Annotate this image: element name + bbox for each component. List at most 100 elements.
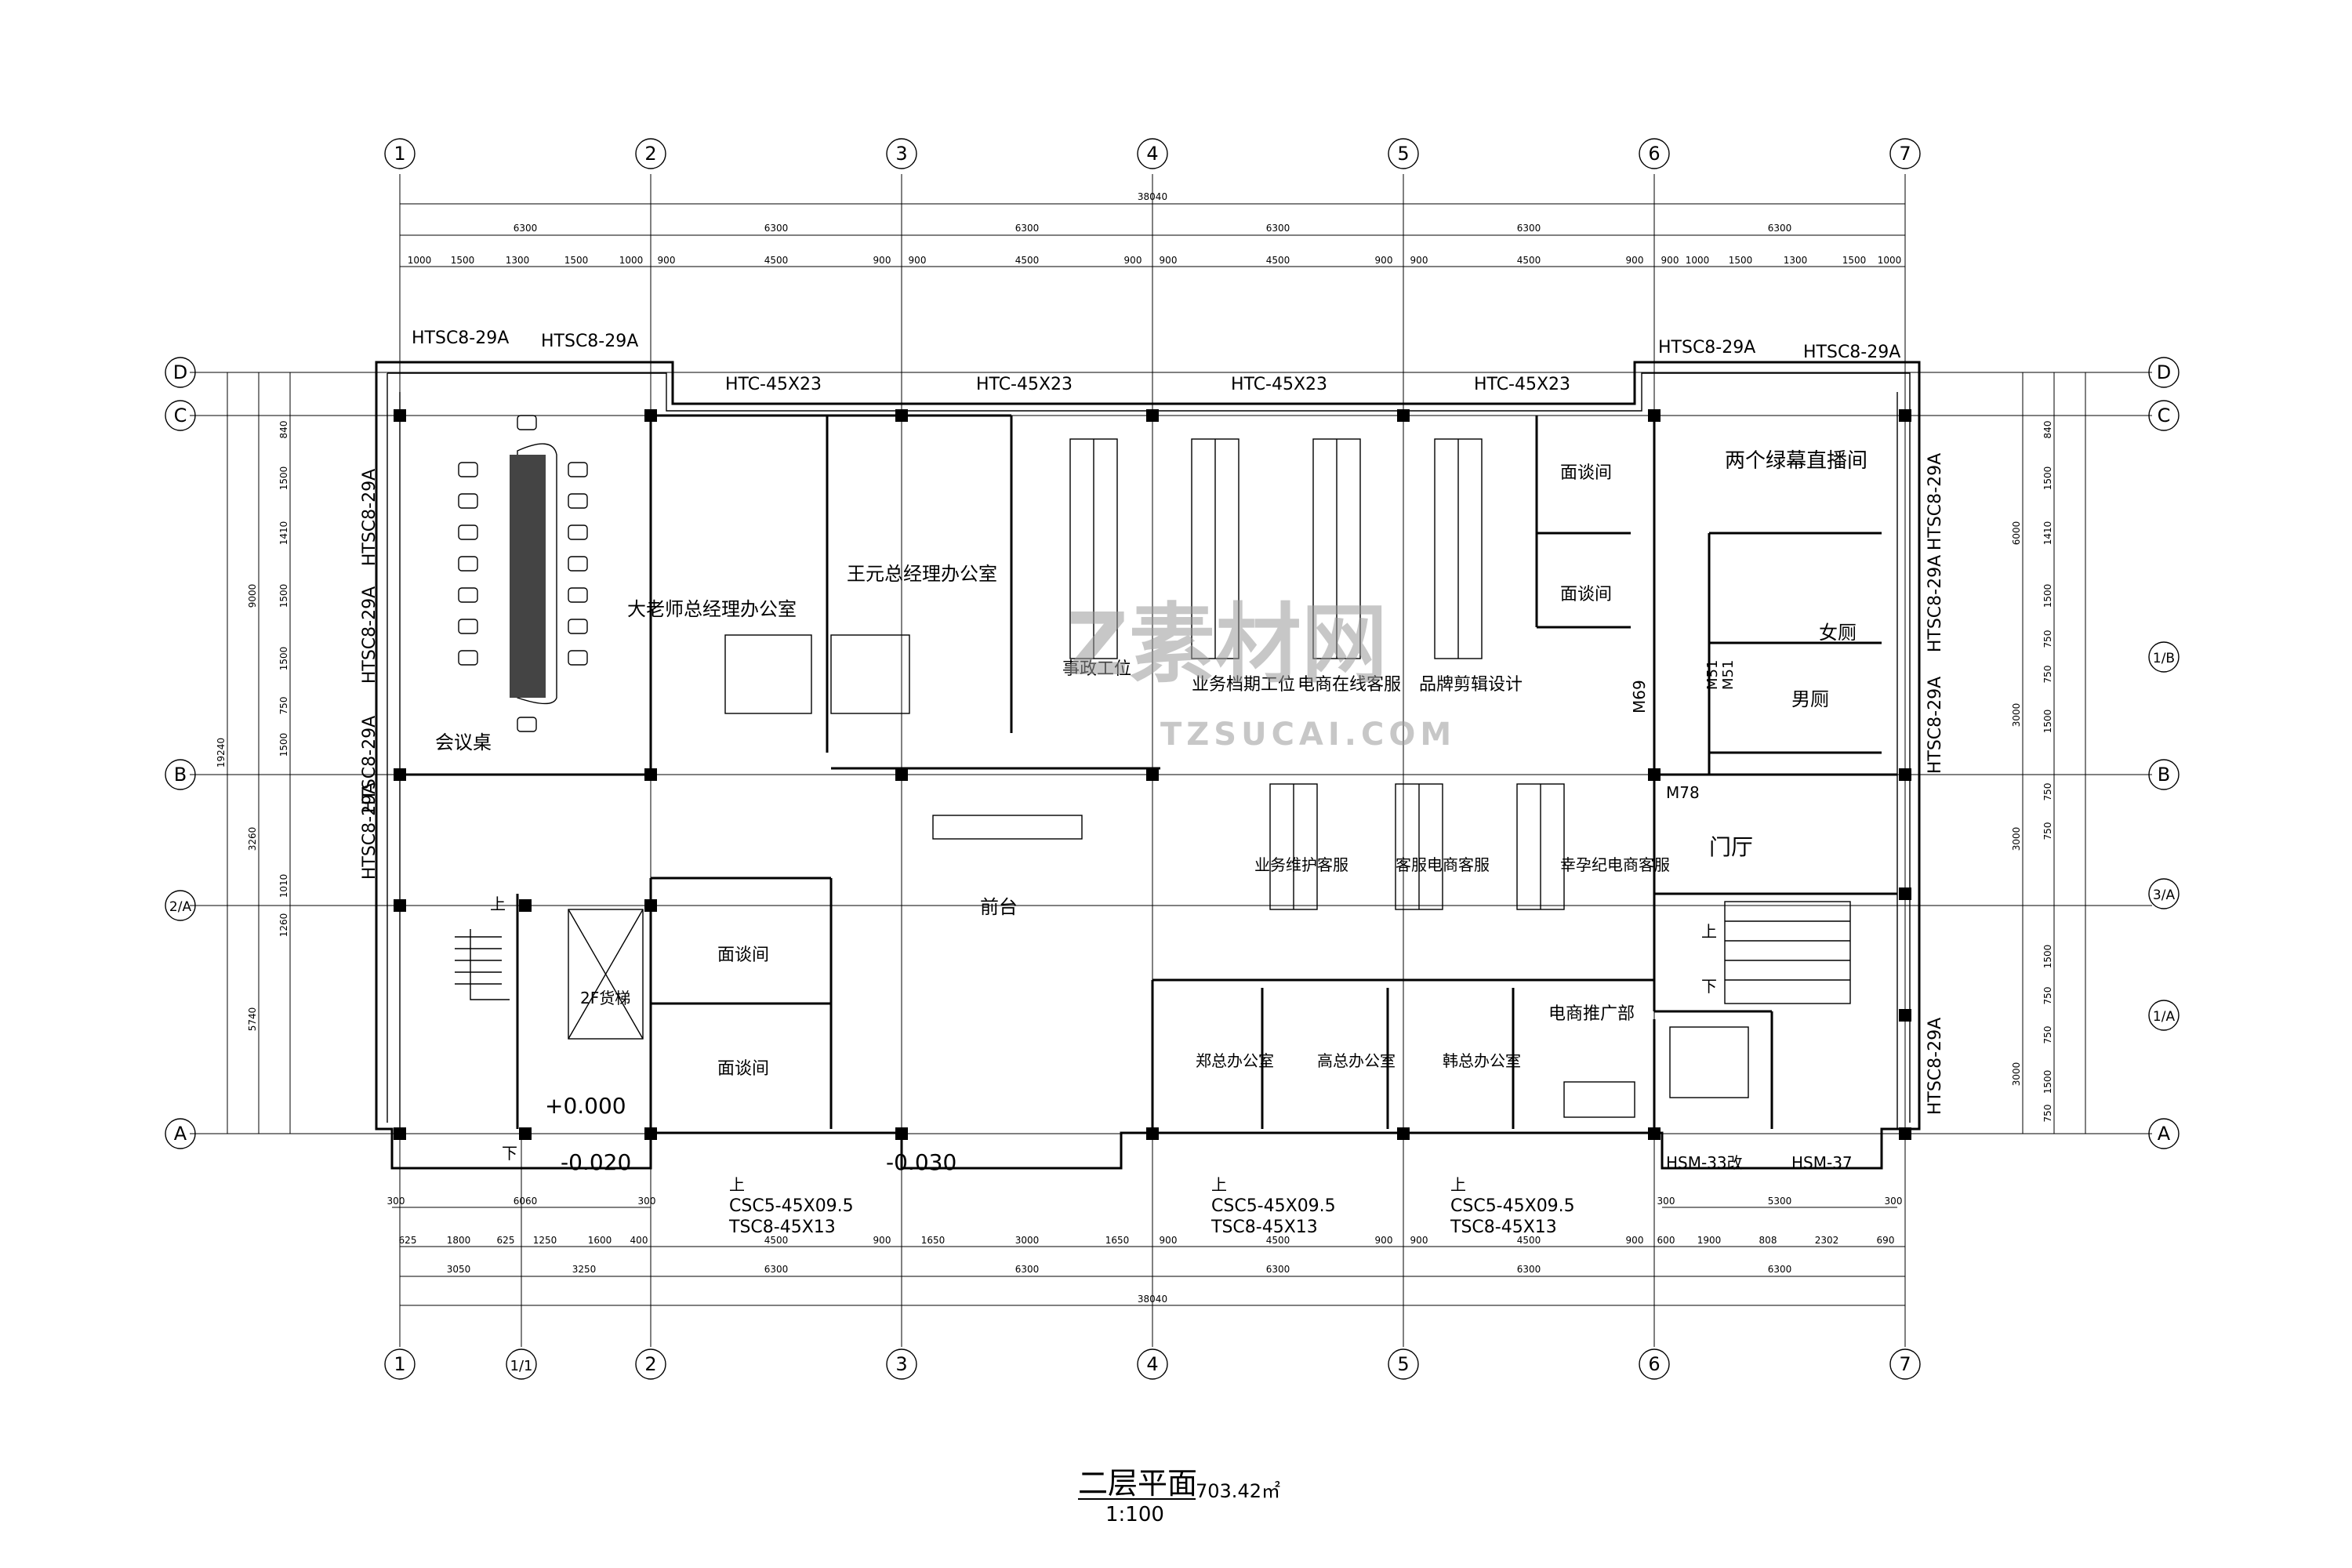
window-labels: HTSC8-29A HTSC8-29A HTC-45X23 HTC-45X23 … <box>360 328 1945 1237</box>
conference-table <box>458 415 588 732</box>
stair-down-label-1: 下 <box>502 1144 517 1163</box>
svg-text:750: 750 <box>2042 783 2053 801</box>
svg-text:750: 750 <box>2042 1105 2053 1123</box>
svg-text:3260: 3260 <box>247 827 258 851</box>
up-label-4: 上 <box>1211 1175 1227 1194</box>
svg-text:6: 6 <box>1648 1353 1660 1375</box>
svg-text:1/A: 1/A <box>2153 1009 2176 1025</box>
svg-text:HTSC8-29A: HTSC8-29A <box>541 332 638 351</box>
svg-text:C: C <box>174 405 187 426</box>
svg-text:6300: 6300 <box>1517 223 1541 234</box>
svg-text:CSC5-45X09.5: CSC5-45X09.5 <box>729 1196 854 1216</box>
svg-text:HTSC8-29A: HTSC8-29A <box>1926 453 1945 550</box>
svg-text:2/A: 2/A <box>169 899 192 915</box>
up-label-3: 上 <box>729 1175 745 1194</box>
svg-text:1500: 1500 <box>278 647 289 671</box>
svg-text:1650: 1650 <box>921 1235 946 1246</box>
room-label-interview-2: 面谈间 <box>1560 585 1612 604</box>
svg-text:HSM-33改: HSM-33改 <box>1666 1153 1743 1172</box>
svg-text:1000: 1000 <box>619 255 644 266</box>
svg-text:900: 900 <box>1410 1235 1428 1246</box>
svg-text:A: A <box>174 1123 187 1145</box>
svg-text:300: 300 <box>638 1196 656 1207</box>
svg-text:300: 300 <box>1885 1196 1903 1207</box>
svg-text:3: 3 <box>895 1353 907 1375</box>
svg-text:750: 750 <box>2042 630 2053 648</box>
svg-text:6300: 6300 <box>1015 1264 1040 1275</box>
svg-text:1500: 1500 <box>278 584 289 608</box>
svg-text:6060: 6060 <box>514 1196 538 1207</box>
svg-text:5: 5 <box>1397 1353 1409 1375</box>
svg-text:1500: 1500 <box>1729 255 1753 266</box>
svg-text:900: 900 <box>1626 255 1644 266</box>
axis-bubbles-right: D C 1/B B 3/A 1/A A <box>2148 357 2180 1149</box>
room-label-office-han: 韩总办公室 <box>1443 1051 1521 1070</box>
axis-bubbles-top: 1 2 3 4 5 6 7 <box>384 138 1921 169</box>
svg-text:900: 900 <box>1375 1235 1393 1246</box>
svg-text:4: 4 <box>1146 143 1158 165</box>
svg-text:HTSC8-29A: HTSC8-29A <box>1658 338 1755 358</box>
ws-label-design: 品牌剪辑设计 <box>1419 675 1523 695</box>
svg-text:900: 900 <box>909 255 927 266</box>
svg-text:840: 840 <box>278 421 289 439</box>
svg-text:1500: 1500 <box>2042 584 2053 608</box>
dim-texts: 38040 6300 6300 6300 6300 6300 6300 1000… <box>216 191 2053 1305</box>
svg-text:750: 750 <box>2042 666 2053 684</box>
svg-text:3000: 3000 <box>2011 703 2022 728</box>
svg-text:900: 900 <box>1124 255 1142 266</box>
watermark-logo: Z素材网 <box>1066 594 1388 695</box>
axis-bubble-top-1: 1 <box>384 138 416 169</box>
svg-text:6300: 6300 <box>1768 223 1792 234</box>
axis-bubble-left-A: A <box>165 1118 196 1149</box>
svg-text:6000: 6000 <box>2011 521 2022 546</box>
svg-text:900: 900 <box>1410 255 1428 266</box>
svg-text:750: 750 <box>2042 1026 2053 1044</box>
svg-text:38040: 38040 <box>1138 1294 1167 1305</box>
room-label-gm-office-2: 王元总经理办公室 <box>847 563 997 585</box>
svg-text:900: 900 <box>1626 1235 1644 1246</box>
svg-text:6300: 6300 <box>1266 1264 1290 1275</box>
svg-text:3: 3 <box>895 143 907 165</box>
axis-bubble-bottom-4: 4 <box>1137 1348 1168 1380</box>
axis-bubble-bottom-7: 7 <box>1889 1348 1921 1380</box>
svg-text:1650: 1650 <box>1105 1235 1130 1246</box>
structural-columns <box>394 409 1911 1140</box>
svg-text:HTSC8-29A: HTSC8-29A <box>412 328 509 348</box>
svg-text:1/B: 1/B <box>2153 651 2175 666</box>
axis-bubble-bottom-6: 6 <box>1639 1348 1670 1380</box>
axis-bubble-right-1A: 1/A <box>2148 1000 2180 1031</box>
svg-text:M51: M51 <box>1704 660 1721 690</box>
svg-text:1500: 1500 <box>1842 255 1867 266</box>
svg-text:1500: 1500 <box>451 255 475 266</box>
svg-text:B: B <box>2158 764 2170 786</box>
svg-text:TSC8-45X13: TSC8-45X13 <box>1450 1218 1557 1237</box>
ws-label-clerk: 事政工位 <box>1062 659 1131 679</box>
svg-text:19240: 19240 <box>216 738 227 768</box>
svg-text:4500: 4500 <box>1517 1235 1541 1246</box>
axis-bubble-left-C: C <box>165 400 196 431</box>
interior-walls <box>400 414 1897 1129</box>
svg-text:1500: 1500 <box>2042 466 2053 491</box>
svg-text:CSC5-45X09.5: CSC5-45X09.5 <box>1450 1196 1575 1216</box>
svg-text:TSC8-45X13: TSC8-45X13 <box>1210 1218 1318 1237</box>
axis-bubble-top-7: 7 <box>1889 138 1921 169</box>
svg-text:HTC-45X23: HTC-45X23 <box>1231 375 1327 394</box>
svg-text:1: 1 <box>394 1353 405 1375</box>
svg-text:3000: 3000 <box>2011 827 2022 851</box>
room-label-conference: 会议桌 <box>435 731 492 753</box>
axis-bubble-bottom-1: 1 <box>384 1348 416 1380</box>
svg-text:1500: 1500 <box>2042 710 2053 734</box>
title-scale: 1:100 <box>1105 1503 1164 1526</box>
room-label-lobby: 门厅 <box>1709 834 1753 860</box>
title-area: 703.42㎡ <box>1196 1480 1280 1502</box>
axis-bubble-right-C: C <box>2148 400 2180 431</box>
svg-text:2: 2 <box>644 1353 656 1375</box>
drawing-title: 二层平面 703.42㎡ 1:100 <box>1078 1466 1280 1526</box>
room-label-interview-4: 面谈间 <box>717 1059 769 1079</box>
svg-text:900: 900 <box>1160 1235 1178 1246</box>
svg-text:1410: 1410 <box>278 521 289 546</box>
svg-text:1500: 1500 <box>2042 945 2053 969</box>
room-label-office-gao: 高总办公室 <box>1317 1051 1396 1070</box>
svg-text:750: 750 <box>2042 822 2053 840</box>
workstation-clusters <box>724 438 1749 1118</box>
